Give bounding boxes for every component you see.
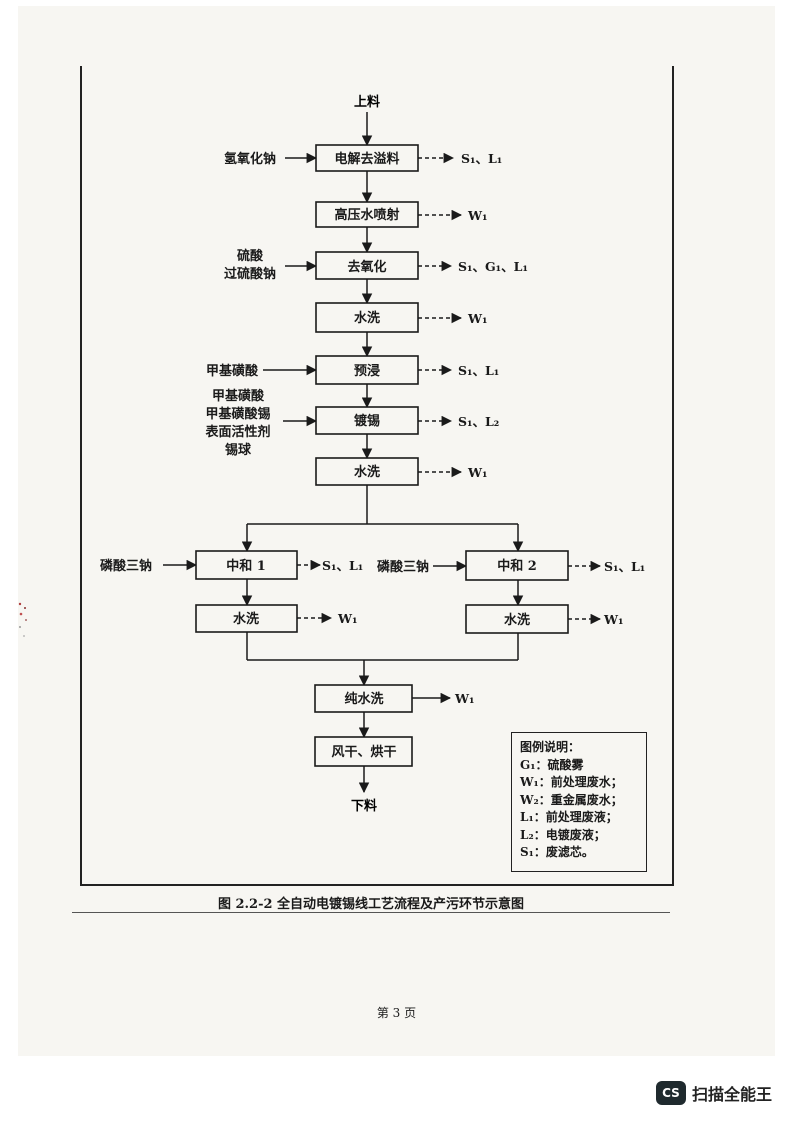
output-label-s2: W₁ <box>467 208 488 223</box>
step-box-neutralize-1 <box>195 550 298 580</box>
step-label-rinse-left: 水洗 <box>233 611 259 627</box>
step-label-neutralize-1: 中和 1 <box>226 558 266 574</box>
step-label-rinse-2: 水洗 <box>354 464 380 480</box>
step-box-electrolytic-deflash <box>315 144 419 172</box>
output-label-s7: W₁ <box>467 465 488 480</box>
step-label-presoak: 预浸 <box>354 363 380 379</box>
step-label-air-dry: 风干、烘干 <box>331 744 396 760</box>
step-box-tin-plating <box>315 406 419 435</box>
output-label-n1: S₁、L₁ <box>322 558 363 573</box>
step-label-neutralize-2: 中和 2 <box>497 558 537 574</box>
output-label-s4: W₁ <box>467 311 488 326</box>
step-label-rinse-right: 水洗 <box>504 612 530 628</box>
legend-box: 图例说明： G₁：硫酸雾 W₁：前处理废水； W₂：重金属废水； L₁：前处理废… <box>511 732 647 872</box>
step-box-air-dry <box>314 736 413 767</box>
input-label-sodium-hydroxide: 氢氧化钠 <box>224 151 276 167</box>
input-label-sulfuric-acid: 硫酸 <box>237 248 264 264</box>
step-box-presoak <box>315 355 419 385</box>
input-label-trisodium-phosphate-1: 磷酸三钠 <box>100 558 152 574</box>
step-label-deoxidize: 去氧化 <box>347 259 386 275</box>
step-box-neutralize-2 <box>465 550 569 581</box>
output-label-s3: S₁、G₁、L₁ <box>458 259 528 274</box>
step-box-high-pressure-water-jet <box>315 201 419 228</box>
input-label-trisodium-phosphate-2: 磷酸三钠 <box>377 559 429 575</box>
output-label-s1: S₁、L₁ <box>461 151 502 166</box>
legend-item: W₁：前处理废水； <box>520 775 623 789</box>
step-label-tin-plating: 镀锡 <box>354 413 380 429</box>
input-label-sodium-persulfate: 过硫酸钠 <box>224 266 276 282</box>
input-label-plating-msa: 甲基磺酸 <box>212 388 265 404</box>
step-box-deoxidize <box>315 251 419 280</box>
start-label: 上料 <box>354 94 380 110</box>
step-box-rinse-right <box>465 604 569 634</box>
legend-item: L₂：电镀废液； <box>520 827 606 842</box>
step-box-pure-water-rinse <box>314 684 413 713</box>
step-box-rinse-left <box>195 604 298 633</box>
input-label-surfactant: 表面活性剂 <box>204 424 270 440</box>
page-number: 第 3 页 <box>376 1006 417 1020</box>
input-label-tin-ball: 锡球 <box>225 442 252 458</box>
legend-title: 图例说明： <box>520 740 581 754</box>
step-label-pure-water-rinse: 纯水洗 <box>344 691 383 707</box>
input-label-msa: 甲基磺酸 <box>206 363 259 379</box>
legend-item: L₁：前处理废液； <box>520 810 618 824</box>
input-label-tin-msa: 甲基磺酸锡 <box>205 406 270 422</box>
output-label-s6: S₁、L₂ <box>458 414 499 429</box>
end-label: 下料 <box>351 798 377 814</box>
legend-item: S₁：废滤芯。 <box>520 845 594 859</box>
step-label-electrolytic-deflash: 电解去溢料 <box>334 151 399 167</box>
diagram-frame <box>80 66 674 886</box>
step-box-rinse-1 <box>315 302 419 333</box>
output-label-w2: W₁ <box>603 612 624 627</box>
step-box-rinse-2 <box>315 457 419 486</box>
scan-artifact-icon <box>18 602 27 637</box>
output-label-n2: S₁、L₁ <box>604 559 645 574</box>
output-label-w1: W₁ <box>337 611 358 626</box>
legend-item: W₂：重金属废水； <box>520 792 623 807</box>
legend-item: G₁：硫酸雾 <box>520 757 584 772</box>
step-label-rinse-1: 水洗 <box>354 310 380 326</box>
figure-caption: 图 2.2-2 全自动电镀锡线工艺流程及产污环节示意图 <box>217 897 525 912</box>
camscanner-brand-name: 扫描全能王 <box>692 1085 773 1104</box>
camscanner-watermark: CS 扫描全能王 <box>656 1078 772 1108</box>
scanned-page <box>18 6 775 1056</box>
output-label-pure: W₁ <box>454 691 475 706</box>
caption-divider <box>72 912 670 913</box>
camscanner-logo-icon: CS <box>656 1081 686 1105</box>
step-label-high-pressure-water-jet: 高压水喷射 <box>334 207 399 223</box>
output-label-s5: S₁、L₁ <box>458 363 499 378</box>
